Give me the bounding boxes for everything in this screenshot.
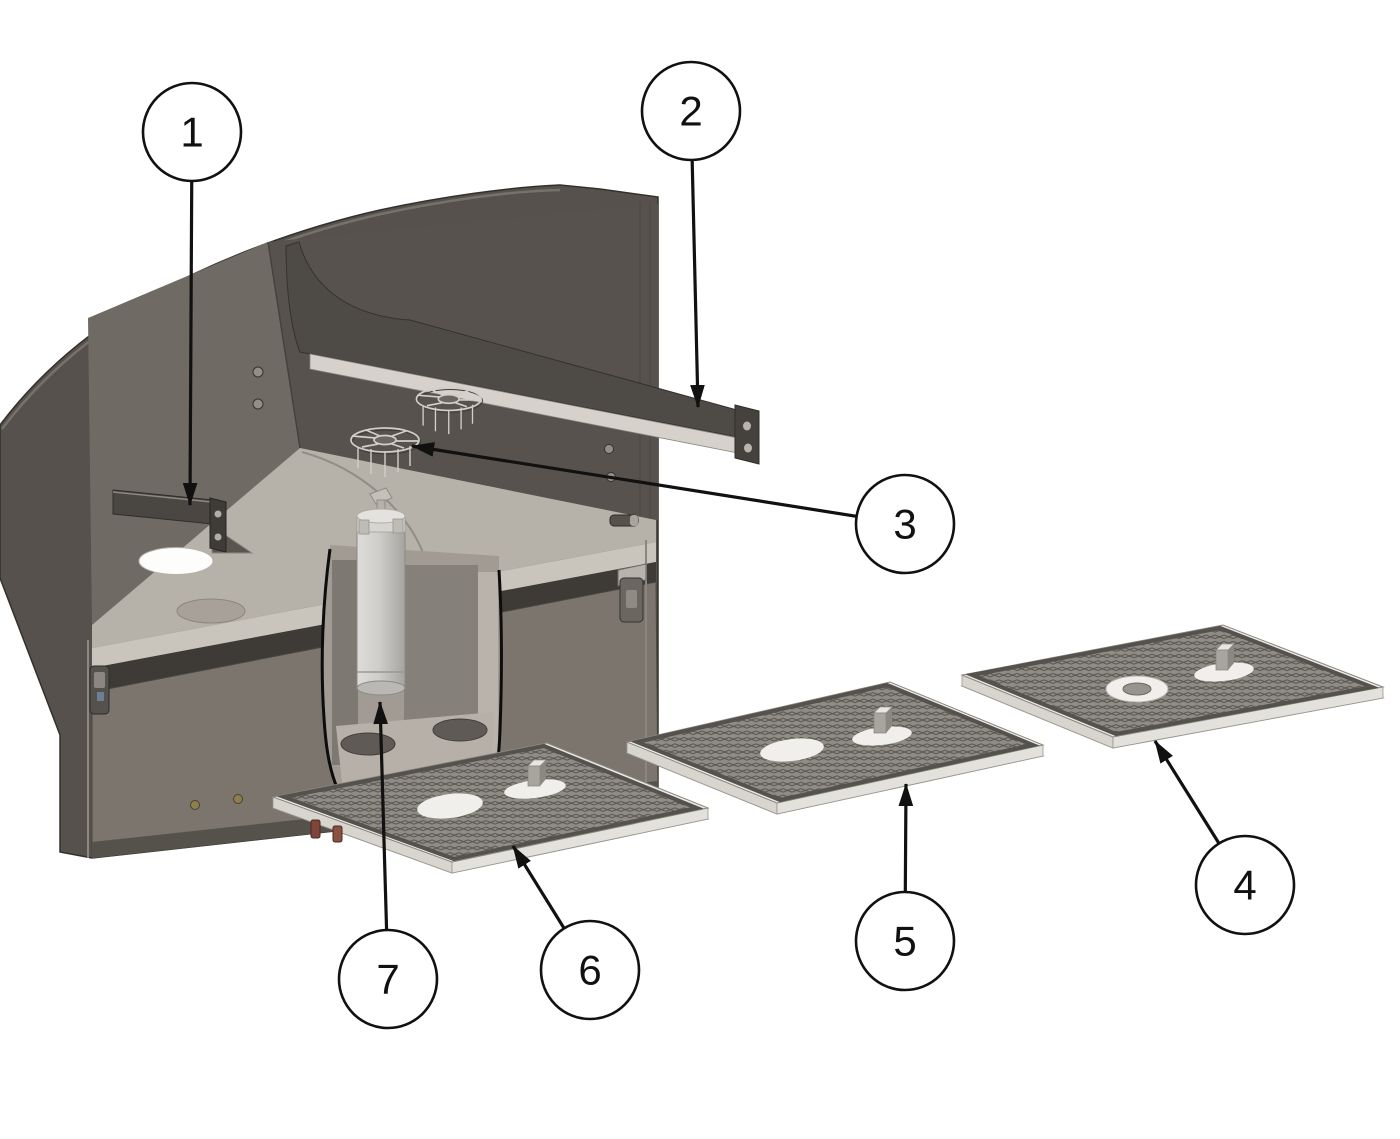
leader-arrow-3 bbox=[411, 442, 906, 526]
mesh-opening bbox=[417, 793, 483, 819]
callouts-layer: 1 2 3 4 5 6 7 bbox=[141, 60, 1296, 1030]
bracket-hole bbox=[743, 421, 751, 431]
callout-1: 1 bbox=[141, 81, 243, 506]
wall-knob bbox=[604, 444, 614, 454]
wall-knob bbox=[252, 398, 264, 410]
callout-balloon-1 bbox=[141, 81, 243, 183]
callout-3: 3 bbox=[411, 442, 956, 575]
callout-balloon-5 bbox=[854, 890, 956, 992]
mesh-opening bbox=[852, 726, 912, 746]
interior-left-wall bbox=[88, 242, 300, 625]
latch-pin-cap bbox=[630, 515, 638, 526]
callout-balloon-7 bbox=[337, 928, 439, 1030]
drain-fitting bbox=[332, 825, 343, 843]
tray-post bbox=[527, 759, 547, 787]
left-latch bbox=[89, 665, 110, 715]
callout-number-3: 3 bbox=[893, 501, 916, 548]
tray-mesh bbox=[630, 682, 1040, 803]
tray-post bbox=[873, 706, 893, 734]
mesh-opening bbox=[760, 738, 824, 762]
callout-5: 5 bbox=[854, 783, 956, 992]
rear-rail-bracket-part2 bbox=[285, 241, 760, 465]
cartridge-tab bbox=[369, 487, 393, 505]
tray-post bbox=[1215, 643, 1235, 671]
callout-7: 7 bbox=[337, 701, 439, 1030]
cap-notch bbox=[392, 518, 404, 534]
callout-balloon-4 bbox=[1194, 834, 1296, 936]
sump-cutaway bbox=[320, 487, 503, 815]
cap-notch bbox=[358, 519, 370, 535]
sump-drain-hole bbox=[432, 718, 488, 742]
callout-4: 4 bbox=[1153, 740, 1296, 936]
cartridge-bottom bbox=[356, 680, 406, 696]
spray-spider bbox=[350, 427, 421, 477]
tray-mesh bbox=[964, 625, 1380, 737]
callout-number-7: 7 bbox=[376, 956, 399, 1003]
callout-balloon-6 bbox=[539, 919, 641, 1021]
callout-number-2: 2 bbox=[679, 88, 702, 135]
filter-cartridge-part7 bbox=[356, 487, 406, 696]
floor-oval-hole bbox=[138, 547, 214, 575]
panel-screw bbox=[190, 800, 200, 810]
callout-number-1: 1 bbox=[180, 109, 203, 156]
bracket-hole bbox=[744, 443, 752, 453]
mesh-tray-part4 bbox=[960, 624, 1385, 749]
mesh-tray-part5 bbox=[625, 681, 1045, 815]
callout-balloon-3 bbox=[854, 473, 956, 575]
ring-opening bbox=[1105, 675, 1169, 703]
mesh-opening bbox=[1194, 662, 1254, 682]
mesh-tray-part6 bbox=[271, 742, 710, 874]
callout-number-5: 5 bbox=[893, 918, 916, 965]
lower-dome-opening bbox=[176, 598, 246, 624]
right-latch bbox=[617, 563, 647, 623]
callout-number-6: 6 bbox=[578, 947, 601, 994]
mesh-opening bbox=[504, 779, 566, 799]
callout-6: 6 bbox=[511, 845, 641, 1021]
sump-drain-hole bbox=[340, 732, 396, 756]
bracket-hole bbox=[214, 533, 222, 541]
leader-arrow-1 bbox=[182, 131, 198, 506]
spray-spider bbox=[415, 386, 483, 435]
tray-mesh bbox=[276, 743, 704, 862]
callout-2: 2 bbox=[640, 60, 742, 408]
bracket-hole bbox=[214, 510, 222, 518]
drain-fitting bbox=[310, 819, 321, 839]
callout-balloon-2 bbox=[640, 60, 742, 162]
panel-screw bbox=[233, 794, 243, 804]
wall-corner-seam bbox=[267, 241, 301, 449]
wall-knob bbox=[252, 366, 264, 378]
spray-spiders-part3 bbox=[350, 386, 483, 477]
callout-number-4: 4 bbox=[1233, 862, 1256, 909]
